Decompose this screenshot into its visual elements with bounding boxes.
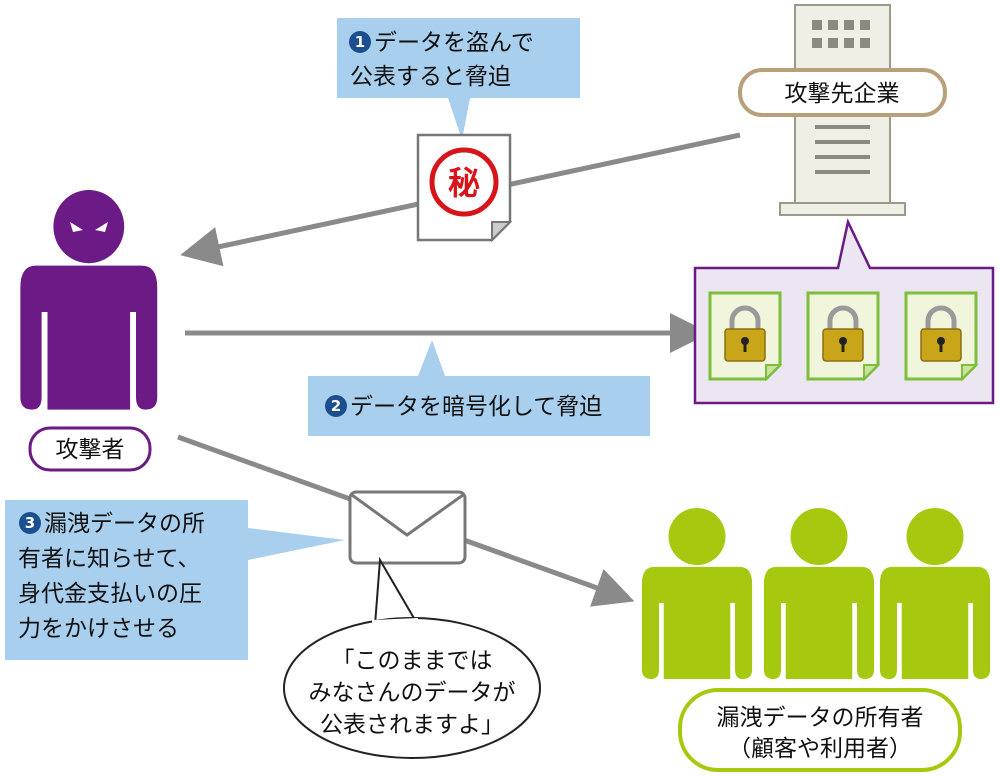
svg-text:データを盗んで: データを盗んで <box>374 30 534 56</box>
svg-text:漏洩データの所有者: 漏洩データの所有者 <box>717 705 924 731</box>
threat-message-bubble: 「このままでは みなさんのデータが 公表されますよ」 <box>283 556 541 759</box>
owners-label: 漏洩データの所有者 （顧客や利用者） <box>678 688 962 772</box>
svg-text:（顧客や利用者）: （顧客や利用者） <box>728 736 912 762</box>
callout-notify-owners: 3 漏洩データの所 有者に知らせて、 身代金支払いの圧 力をかけさせる <box>5 500 345 660</box>
svg-text:3: 3 <box>25 514 35 532</box>
envelope-icon <box>348 490 467 565</box>
svg-text:力をかけさせる: 力をかけさせる <box>18 616 179 642</box>
svg-text:「このままでは: 「このままでは <box>332 648 493 674</box>
svg-text:漏洩データの所: 漏洩データの所 <box>44 511 205 537</box>
secret-document: 秘 <box>416 133 513 243</box>
svg-text:秘: 秘 <box>448 164 480 202</box>
svg-text:1: 1 <box>355 33 365 51</box>
encrypted-files-bubble <box>693 218 995 405</box>
secret-stamp-icon <box>429 147 499 217</box>
svg-text:公表すると脅迫: 公表すると脅迫 <box>350 64 511 90</box>
svg-text:有者に知らせて、: 有者に知らせて、 <box>18 546 200 572</box>
svg-text:公表されますよ」: 公表されますよ」 <box>320 712 504 738</box>
locked-file-icon <box>808 293 878 379</box>
svg-text:データを暗号化して脅迫: データを暗号化して脅迫 <box>350 394 602 420</box>
locked-file-icon <box>906 293 976 379</box>
data-owners-figures <box>641 508 991 679</box>
locked-file-icon <box>710 293 780 379</box>
svg-text:攻撃先企業: 攻撃先企業 <box>785 81 900 107</box>
svg-text:みなさんのデータが: みなさんのデータが <box>309 680 516 706</box>
svg-text:2: 2 <box>331 397 341 415</box>
attacker-label: 攻撃者 <box>28 426 152 472</box>
company-label: 攻撃先企業 <box>738 68 947 117</box>
svg-text:攻撃者: 攻撃者 <box>56 437 125 463</box>
callout-encrypt-and-threaten: 2 データを暗号化して脅迫 <box>308 340 650 436</box>
attacker-figure <box>20 190 158 410</box>
svg-text:身代金支払いの圧: 身代金支払いの圧 <box>18 581 202 607</box>
callout-steal-and-threaten: 1 データを盗んで 公表すると脅迫 <box>337 18 580 140</box>
